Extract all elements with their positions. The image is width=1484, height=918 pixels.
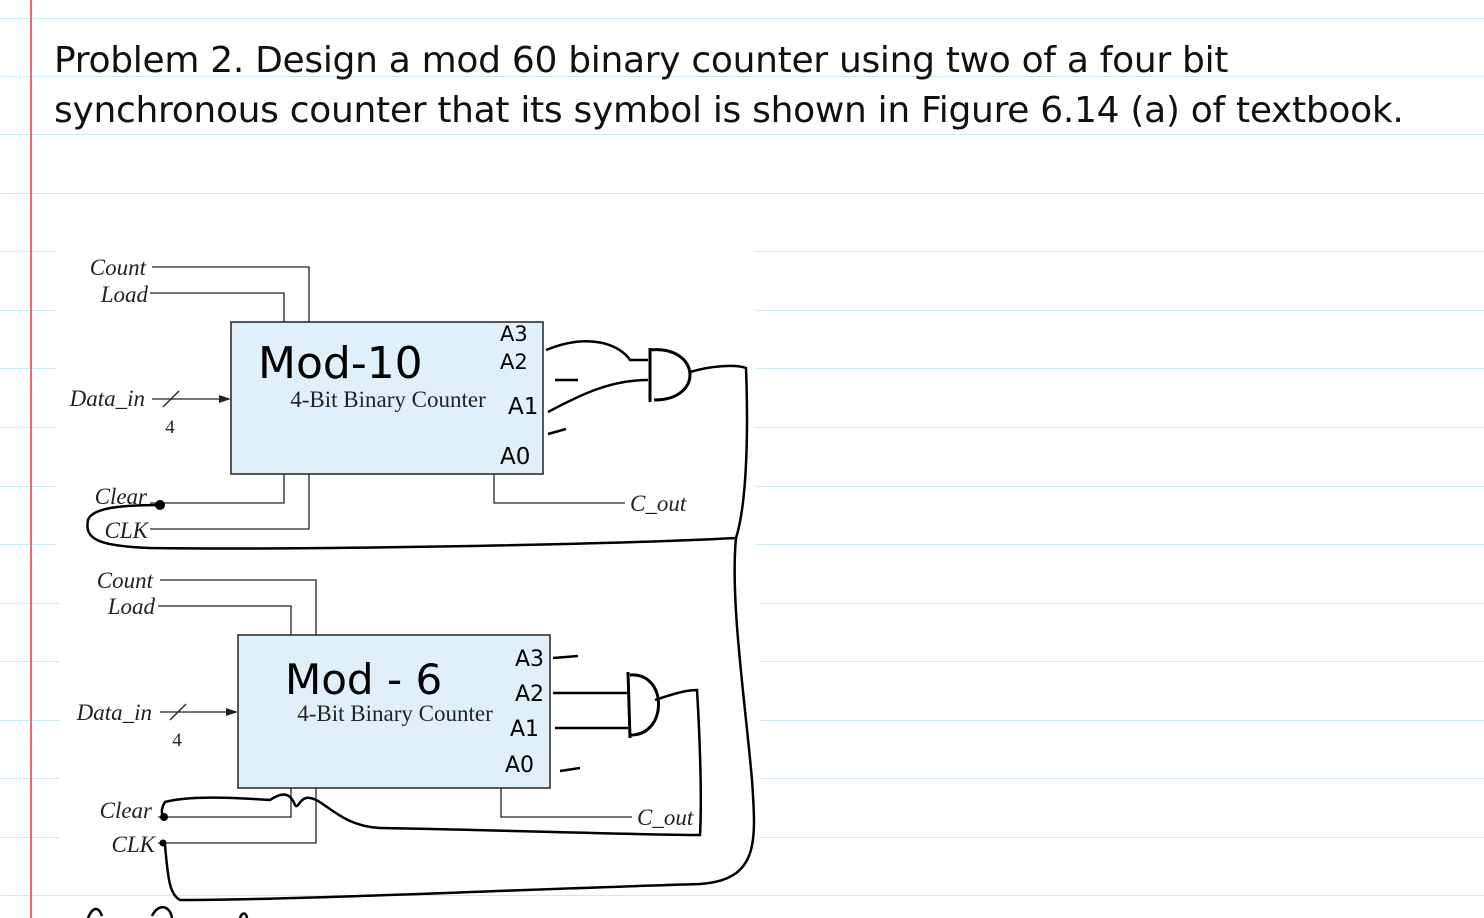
clk-label-top: CLK <box>105 518 150 543</box>
bus-width-bottom: 4 <box>172 730 182 751</box>
load-label-top: Load <box>100 282 149 307</box>
counter-bottom: Count Load Data_in 4 Clear CLK C_out 4-B… <box>76 568 694 857</box>
counter-top-box <box>230 321 544 475</box>
data-in-label-top: Data_in <box>69 386 145 411</box>
clear-junction-bottom <box>160 813 168 821</box>
count-label-top: Count <box>90 255 147 280</box>
ruled-line <box>0 193 1484 194</box>
data-in-label-bottom: Data_in <box>76 700 152 725</box>
bus-slash-top <box>162 390 180 408</box>
clear-label-bottom: Clear <box>100 798 153 823</box>
output-a2-bottom: A2 <box>515 682 544 707</box>
clear-junction-top <box>155 500 165 510</box>
mod6-handwritten: Mod - 6 <box>285 655 442 704</box>
bus-slash-bottom <box>169 703 187 721</box>
output-a0-top: A0 <box>500 444 530 470</box>
clk-label-bottom: CLK <box>112 832 157 857</box>
load-label-bottom: Load <box>107 594 156 619</box>
problem-statement: Problem 2. Design a mod 60 binary counte… <box>54 36 1454 136</box>
output-a2-top: A2 <box>500 350 528 374</box>
clk-wire-bottom <box>158 788 317 844</box>
and-gate-top <box>648 348 692 402</box>
counter-label-top: 4-Bit Binary Counter <box>290 387 486 412</box>
problem-line-2: synchronous counter that its symbol is s… <box>54 90 1404 131</box>
clock-wire-to-bottom <box>163 537 756 902</box>
a3-output-stub-bottom <box>552 654 579 660</box>
data-in-arrow-bottom <box>226 708 238 716</box>
output-a3-bottom: A3 <box>515 647 544 672</box>
a3-to-gate-wire <box>545 340 648 362</box>
clear-wire-top <box>150 474 285 504</box>
count-wire-bottom <box>160 579 317 635</box>
counter-top: Count Load Data_in 4 Clear CLK C_out 4-B… <box>69 255 687 543</box>
clear-feedback-wire-top <box>86 364 749 550</box>
cout-wire-top <box>493 474 625 504</box>
output-a3-top: A3 <box>500 322 528 346</box>
output-a1-bottom: A1 <box>510 717 539 742</box>
data-in-arrow-top <box>219 395 231 403</box>
clear-feedback-wire-bottom <box>160 688 703 837</box>
load-wire-bottom <box>158 605 292 635</box>
margin-line <box>30 0 32 918</box>
load-wire-top <box>150 292 285 322</box>
counter-bottom-box <box>237 634 551 789</box>
cout-label-bottom: C_out <box>637 805 694 830</box>
cutoff-scribble <box>86 906 249 918</box>
bus-width-top: 4 <box>165 417 175 438</box>
a1-output-tick-top <box>547 427 567 436</box>
clk-wire-top <box>150 474 310 530</box>
handwriting-top: Mod-10 A3 A2 A1 A0 <box>86 322 756 902</box>
ruled-line <box>0 76 1484 77</box>
clk-junction-bottom <box>159 839 167 847</box>
and-gate-bottom <box>626 671 660 739</box>
problem-line-1: Problem 2. Design a mod 60 binary counte… <box>54 40 1229 81</box>
counter-label-bottom: 4-Bit Binary Counter <box>297 701 493 726</box>
handwriting-bottom: Mod - 6 A3 A2 A1 A0 <box>86 647 703 918</box>
count-label-bottom: Count <box>97 568 154 593</box>
output-a1-top: A1 <box>508 394 538 420</box>
a0-output-stub-bottom <box>559 766 581 773</box>
ruled-line <box>0 18 1484 19</box>
output-a0-bottom: A0 <box>505 753 534 778</box>
cout-label-top: C_out <box>630 491 687 516</box>
ruled-line <box>0 895 1484 896</box>
cout-wire-bottom <box>500 788 632 818</box>
ruled-line <box>0 134 1484 135</box>
mod10-handwritten: Mod-10 <box>258 338 423 389</box>
count-wire-top <box>152 266 310 322</box>
a1-to-gate-wire <box>547 378 649 414</box>
